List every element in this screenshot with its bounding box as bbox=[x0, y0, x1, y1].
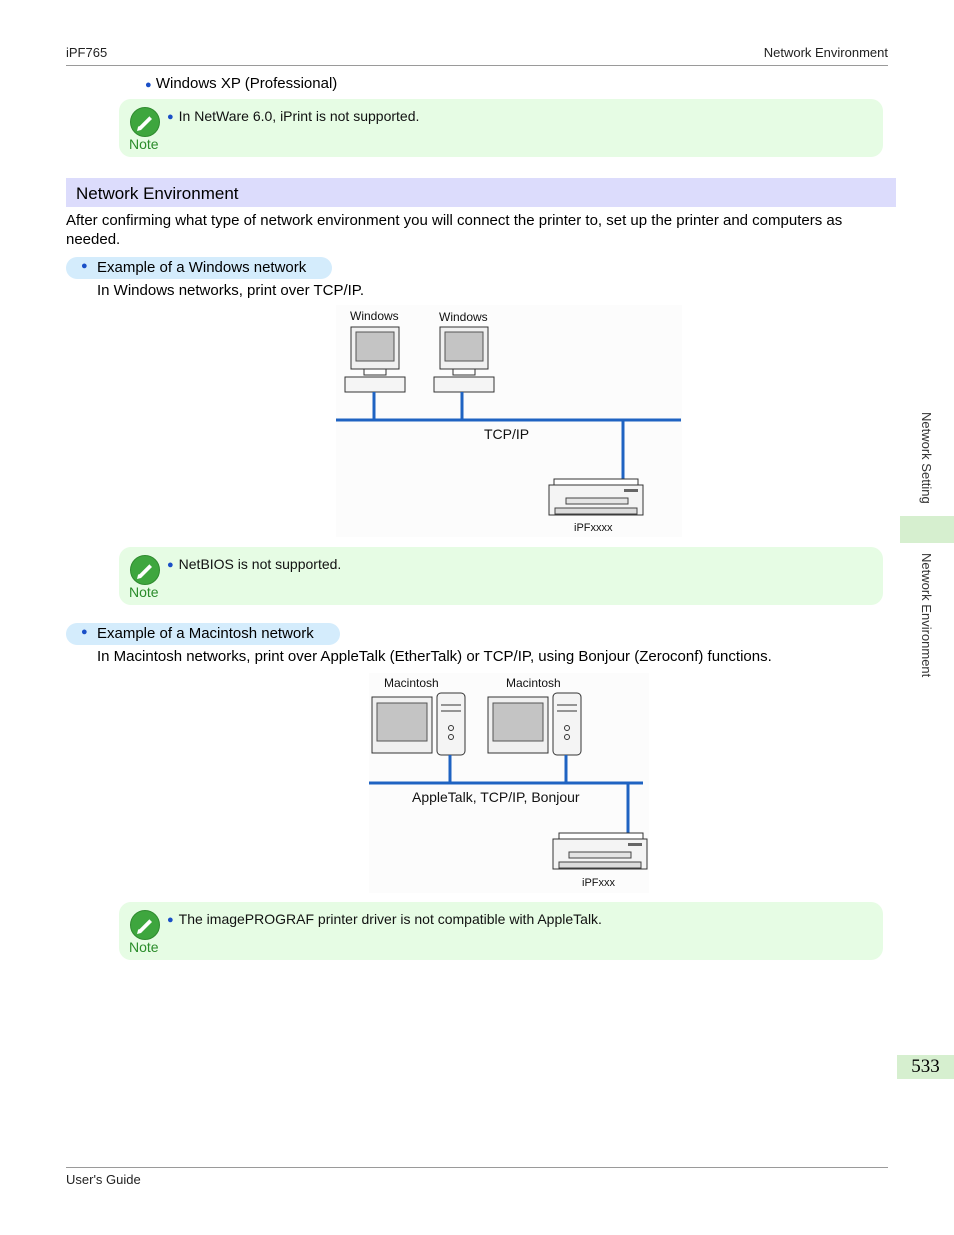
example-heading-windows: ● Example of a Windows network bbox=[66, 257, 332, 279]
macintosh-computer-icon bbox=[371, 692, 466, 756]
printer-label: iPFxxxx bbox=[574, 522, 613, 534]
pencil-note-icon bbox=[130, 107, 160, 137]
bullet-text: Windows XP (Professional) bbox=[155, 75, 338, 92]
windows-network-diagram: Windows Windows TCP/IP iPFxxxx bbox=[336, 305, 682, 537]
note-text: ●The imagePROGRAF printer driver is not … bbox=[167, 911, 602, 927]
bullet-icon: ● bbox=[167, 111, 174, 123]
pencil-note-icon bbox=[130, 910, 160, 940]
section-title: Network Environment bbox=[76, 184, 239, 203]
note-box: Note ●The imagePROGRAF printer driver is… bbox=[119, 902, 883, 960]
note-label: Note bbox=[129, 939, 159, 955]
network-label: TCP/IP bbox=[484, 426, 529, 442]
printer-icon bbox=[548, 478, 644, 516]
windows-description: In Windows networks, print over TCP/IP. bbox=[97, 282, 365, 299]
footer-divider bbox=[66, 1167, 888, 1168]
windows-pc-icon bbox=[433, 326, 495, 393]
windows-pc-icon bbox=[344, 326, 406, 393]
network-label: AppleTalk, TCP/IP, Bonjour bbox=[412, 789, 580, 805]
macintosh-computer-icon bbox=[487, 692, 582, 756]
mac-label-1: Macintosh bbox=[384, 676, 439, 690]
note-text: ●NetBIOS is not supported. bbox=[167, 556, 342, 572]
header-section-title: Network Environment bbox=[763, 45, 888, 60]
example-heading-macintosh: ● Example of a Macintosh network bbox=[66, 623, 340, 645]
printer-icon bbox=[552, 832, 648, 870]
bullet-item: ● Windows XP (Professional) bbox=[145, 74, 337, 95]
note-text: ●In NetWare 6.0, iPrint is not supported… bbox=[167, 108, 420, 124]
header-divider bbox=[66, 65, 888, 66]
section-intro: After confirming what type of network en… bbox=[66, 212, 843, 248]
pc-label-1: Windows bbox=[350, 309, 399, 323]
bullet-icon: ● bbox=[81, 626, 88, 638]
note-box: Note ●NetBIOS is not supported. bbox=[119, 547, 883, 605]
section-heading: Network Environment bbox=[66, 178, 896, 207]
header-doc-title: iPF765 bbox=[66, 45, 108, 60]
pc-label-2: Windows bbox=[439, 310, 488, 324]
footer-doc-title: User's Guide bbox=[66, 1172, 141, 1187]
macintosh-description: In Macintosh networks, print over AppleT… bbox=[97, 648, 772, 665]
mac-label-2: Macintosh bbox=[506, 676, 561, 690]
note-label: Note bbox=[129, 584, 159, 600]
side-tab-active-marker bbox=[900, 516, 954, 543]
bullet-icon: ● bbox=[81, 260, 88, 272]
side-tab-network-environment[interactable]: Network Environment bbox=[919, 553, 934, 678]
printer-label: iPFxxx bbox=[582, 877, 616, 889]
side-tab-network-setting[interactable]: Network Setting bbox=[919, 412, 934, 504]
note-box: Note ●In NetWare 6.0, iPrint is not supp… bbox=[119, 99, 883, 157]
bullet-icon: ● bbox=[167, 914, 174, 926]
note-label: Note bbox=[129, 136, 159, 152]
page-number: 533 bbox=[897, 1055, 954, 1079]
macintosh-network-diagram: Macintosh Macintosh AppleTalk, TCP/IP, B… bbox=[369, 673, 649, 893]
bullet-icon: ● bbox=[145, 79, 152, 91]
bullet-icon: ● bbox=[167, 559, 174, 571]
pencil-note-icon bbox=[130, 555, 160, 585]
